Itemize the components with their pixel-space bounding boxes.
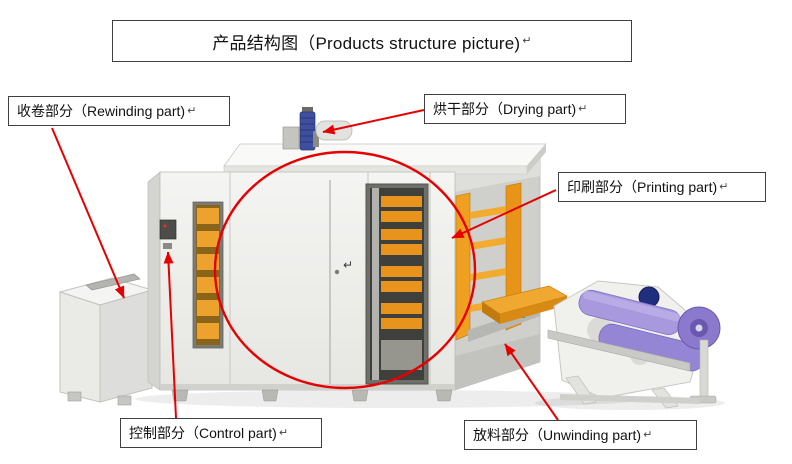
label-printing-text: 印刷部分（Printing part) (567, 179, 718, 195)
highlight-ellipse (213, 150, 477, 390)
label-drying-text: 烘干部分（Drying part) (433, 101, 577, 117)
label-drying-part: 烘干部分（Drying part) ↵ (424, 94, 626, 124)
annotations (51, 109, 559, 421)
rewinding-unit (58, 273, 154, 406)
unwinding-unit (547, 280, 721, 409)
arrow-rewinding (51, 127, 125, 299)
page-title: 产品结构图（Products structure picture) (212, 33, 521, 53)
machine-roof (223, 143, 547, 175)
arrow-printing (451, 189, 557, 239)
label-unwinding-text: 放料部分（Unwinding part) (473, 427, 642, 443)
machine-shadow (135, 390, 645, 408)
arrow-unwinding (504, 343, 559, 421)
label-printing-part: 印刷部分（Printing part) ↵ (558, 172, 766, 202)
label-unwinding-part: 放料部分（Unwinding part) ↵ (464, 420, 697, 450)
label-control-text: 控制部分（Control part) (129, 425, 277, 441)
label-rewinding-text: 收卷部分（Rewinding part) (17, 103, 186, 119)
arrow-control (163, 251, 177, 419)
feed-platform (481, 285, 568, 324)
label-rewinding-part: 收卷部分（Rewinding part) ↵ (8, 96, 230, 126)
paragraph-mark: ↵ (187, 104, 197, 117)
paragraph-mark: ↵ (278, 426, 289, 439)
control-panel (159, 219, 177, 249)
drying-unit (282, 107, 353, 151)
paragraph-mark: ↵ (578, 102, 588, 115)
rewinding-window (192, 201, 224, 349)
paragraph-mark-floating: ↵ (343, 258, 354, 272)
printing-unit-side (454, 157, 541, 391)
paragraph-mark: ↵ (719, 180, 729, 193)
arrow-drying (322, 109, 425, 135)
label-control-part: 控制部分（Control part) ↵ (120, 418, 322, 448)
title-box: 产品结构图（Products structure picture) ↵ (112, 20, 632, 62)
paragraph-mark: ↵ (643, 428, 653, 441)
printing-window (365, 183, 429, 385)
paragraph-mark: ↵ (522, 34, 532, 47)
